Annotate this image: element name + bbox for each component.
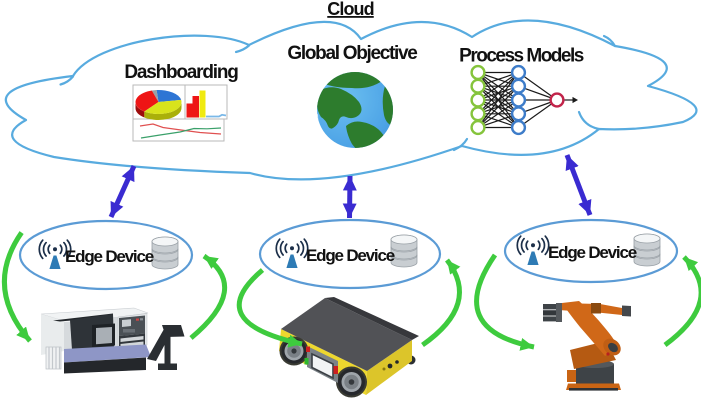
svg-text:Edge Device: Edge Device [306, 246, 395, 265]
svg-text:Edge Device: Edge Device [548, 243, 637, 262]
svg-text:Cloud: Cloud [327, 0, 374, 19]
svg-text:Dashboarding: Dashboarding [124, 62, 238, 83]
svg-text:Global Objective: Global Objective [287, 43, 417, 64]
svg-text:Edge Device: Edge Device [65, 247, 154, 266]
svg-text:Process Models: Process Models [459, 46, 584, 67]
